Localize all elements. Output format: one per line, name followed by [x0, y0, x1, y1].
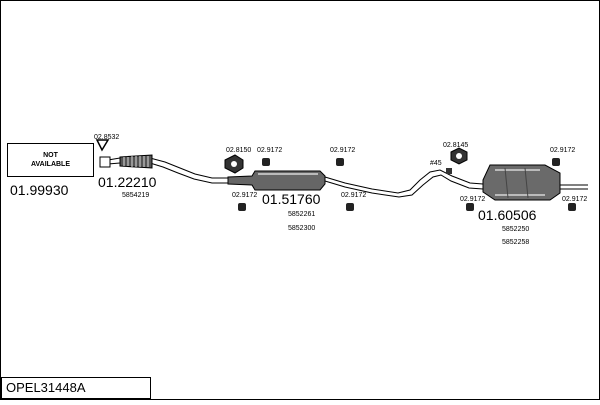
- part-number-rear-silencer: 01.60506: [478, 207, 537, 223]
- clamp-icon: [224, 154, 244, 174]
- rubber-mount-icon: [336, 158, 344, 166]
- rubber-mount-icon: [346, 203, 354, 211]
- accessory-label: 02.9172: [341, 192, 366, 199]
- middle-silencer: [227, 170, 326, 191]
- part-number-not-available: 01.99930: [10, 182, 69, 198]
- accessory-label: 02.8532: [94, 134, 119, 141]
- rear-silencer: [482, 164, 561, 201]
- oem-number: 5852300: [288, 225, 315, 232]
- accessory-label: 02.9172: [257, 147, 282, 154]
- accessory-label: 02.9172: [562, 196, 587, 203]
- accessory-label: 02.9172: [330, 147, 355, 154]
- angle-clamp-icon: [446, 168, 452, 174]
- not-available-text: NOT: [43, 152, 58, 159]
- rubber-mount-icon: [238, 203, 246, 211]
- part-number-middle-silencer: 01.51760: [262, 191, 321, 207]
- rubber-mount-icon: [552, 158, 560, 166]
- oem-number: 5852250: [502, 226, 529, 233]
- front-pipe-flex: [99, 154, 153, 169]
- not-available-box: NOT AVAILABLE: [7, 143, 94, 177]
- oem-number: 5852261: [288, 211, 315, 218]
- part-number-front-pipe: 01.22210: [98, 174, 157, 190]
- rubber-mount-icon: [466, 203, 474, 211]
- rubber-mount-icon: [262, 158, 270, 166]
- rubber-mount-icon: [568, 203, 576, 211]
- document-code: OPEL31448A: [1, 377, 151, 399]
- accessory-label: 02.9172: [460, 196, 485, 203]
- accessory-label: 02.8150: [226, 147, 251, 154]
- clamp-icon: [450, 147, 468, 165]
- gasket-icon: [95, 139, 110, 152]
- not-available-text: AVAILABLE: [30, 161, 71, 168]
- oem-number: 5852258: [502, 239, 529, 246]
- accessory-label: #45: [430, 160, 442, 167]
- accessory-label: 02.8145: [443, 142, 468, 149]
- accessory-label: 02.9172: [232, 192, 257, 199]
- accessory-label: 02.9172: [550, 147, 575, 154]
- oem-number: 5854219: [122, 192, 149, 199]
